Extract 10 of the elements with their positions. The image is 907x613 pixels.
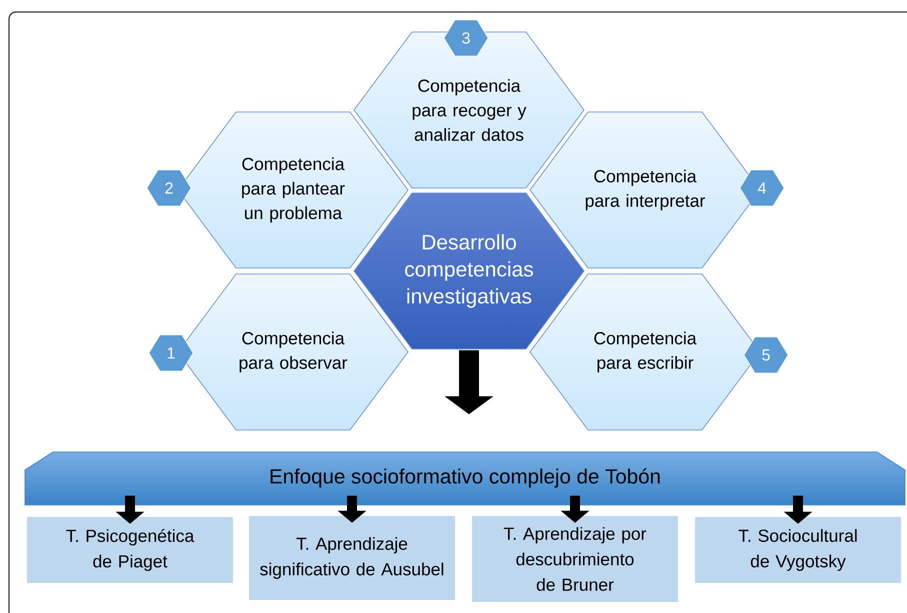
number-badge: 4 bbox=[740, 170, 784, 206]
number-badge: 3 bbox=[444, 20, 488, 56]
banner: Enfoque socioformativo complejo de Tobón bbox=[24, 452, 906, 506]
number-badge: 2 bbox=[146, 170, 192, 206]
theory-box: T. Sociocultural de Vygotsky bbox=[695, 517, 901, 583]
number-badge: 1 bbox=[148, 334, 194, 372]
theory-box: T. Psicogenética de Piaget bbox=[27, 517, 233, 583]
theory-box: T. Aprendizaje significativo de Ausubel bbox=[249, 516, 455, 600]
number-badge: 5 bbox=[744, 336, 788, 374]
theory-box: T. Aprendizaje por descubrimiento de Bruner bbox=[472, 516, 678, 602]
